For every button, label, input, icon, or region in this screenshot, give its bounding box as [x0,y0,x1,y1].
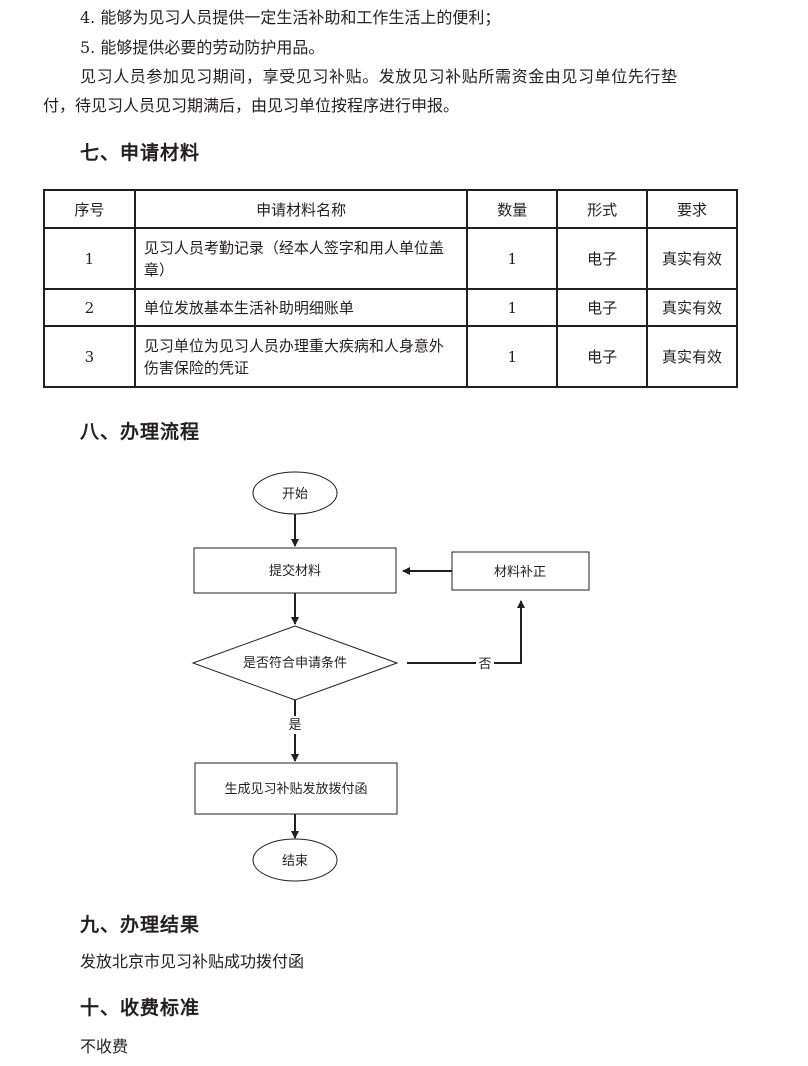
cell-index: 3 [43,325,136,388]
cell-index: 1 [43,227,136,290]
cell-name: 单位发放基本生活补助明细账单 [133,288,469,327]
intro-paragraph-line-1: 见习人员参加见习期间，享受见习补贴。发放见习补贴所需资金由见习单位先行垫 [80,67,678,86]
table-row: 3 见习单位为见习人员办理重大疾病和人身意外伤害保险的凭证 1 电子 真实有效 [43,325,738,388]
cell-form: 电子 [556,227,649,290]
cell-quantity: 1 [466,325,559,388]
table-header-row: 序号 申请材料名称 数量 形式 要求 [43,189,738,229]
header-name: 申请材料名称 [133,189,469,229]
yes-label: 是 [288,718,301,733]
header-index: 序号 [43,189,136,229]
table-row: 1 见习人员考勤记录（经本人签字和用人单位盖章） 1 电子 真实有效 [43,227,738,290]
decision-label: 是否符合申请条件 [243,655,347,671]
cell-requirement: 真实有效 [646,325,738,388]
generate-label: 生成见习补贴发放拨付函 [224,781,367,797]
start-label: 开始 [282,487,308,502]
section-9-title: 九、办理结果 [80,914,201,936]
cell-requirement: 真实有效 [646,288,738,327]
header-quantity: 数量 [466,189,559,229]
intro-line-5: 5. 能够提供必要的劳动防护用品。 [80,38,325,57]
cell-name: 见习人员考勤记录（经本人签字和用人单位盖章） [133,227,469,290]
intro-line-4: 4. 能够为见习人员提供一定生活补助和工作生活上的便利； [80,8,501,27]
cell-quantity: 1 [466,227,559,290]
cell-requirement: 真实有效 [646,227,738,290]
supplement-label: 材料补正 [494,565,546,580]
submit-label: 提交材料 [269,563,321,579]
section-10-title: 十、收费标准 [80,997,201,1019]
cell-form: 电子 [556,325,649,388]
no-arrow [407,600,525,664]
section-7-title: 七、申请材料 [80,142,201,164]
intro-paragraph-line-2: 付，待见习人员见习期满后，由见习单位按程序进行申报。 [43,96,460,115]
cell-quantity: 1 [466,288,559,327]
materials-table: 序号 申请材料名称 数量 形式 要求 1 见习人员考勤记录（经本人签字和用人单位… [43,189,738,388]
end-label: 结束 [282,854,308,869]
result-text: 发放北京市见习补贴成功拨付函 [80,952,305,971]
header-requirement: 要求 [646,189,738,229]
cell-name: 见习单位为见习人员办理重大疾病和人身意外伤害保险的凭证 [133,325,469,388]
cell-index: 2 [43,288,136,327]
fee-text: 不收费 [80,1037,129,1056]
table-row: 2 单位发放基本生活补助明细账单 1 电子 真实有效 [43,288,738,327]
cell-form: 电子 [556,288,649,327]
no-label: 否 [478,657,491,672]
header-form: 形式 [556,189,649,229]
end-node [252,838,338,882]
section-8-title: 八、办理流程 [80,421,201,443]
